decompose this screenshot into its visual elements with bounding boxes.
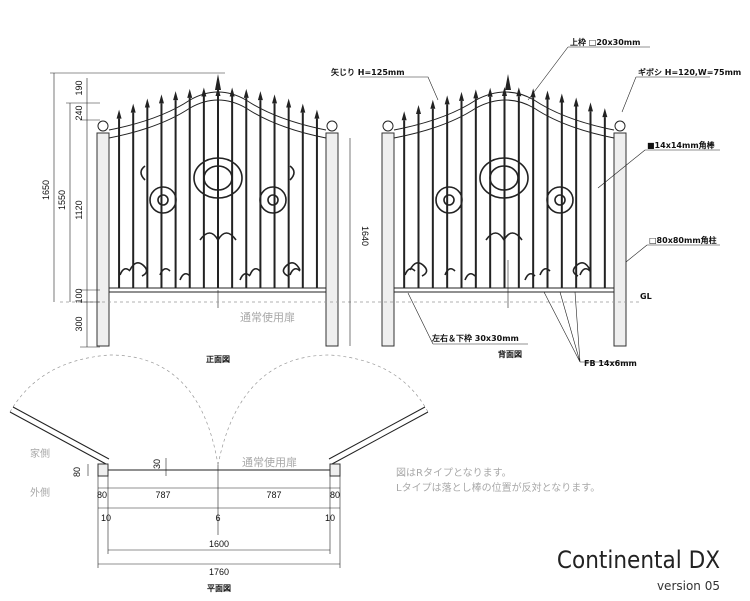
spear-tip bbox=[286, 98, 292, 108]
outer-side-label: 外側 bbox=[30, 486, 50, 499]
spear-tip bbox=[516, 87, 522, 97]
spear-tip bbox=[502, 87, 507, 97]
front-caption: 正面図 bbox=[206, 355, 230, 364]
dim-mid: 1120 bbox=[74, 200, 84, 219]
spear-tip bbox=[314, 109, 320, 119]
spear-tip bbox=[229, 87, 235, 97]
back-bottom-frame bbox=[394, 287, 614, 293]
spear-tip bbox=[473, 89, 479, 99]
spear-tip bbox=[602, 108, 608, 118]
back-right-post-finial bbox=[614, 120, 626, 132]
spear-tip bbox=[545, 90, 550, 100]
back-left-post bbox=[381, 132, 395, 347]
back-bars bbox=[401, 74, 608, 288]
label-post: □80x80mm角柱 bbox=[649, 235, 717, 245]
dim-base: 100 bbox=[74, 288, 84, 303]
note-line-2: Lタイプは落とし棒の位置が反対となります。 bbox=[396, 481, 600, 494]
plan-dim-side-right: 10 bbox=[325, 513, 335, 523]
right-swing-arc bbox=[217, 354, 429, 466]
plan-dim-inner: 1600 bbox=[209, 539, 229, 549]
spear-tip bbox=[272, 94, 278, 104]
version-label: version 05 bbox=[657, 579, 720, 593]
plan-dim-side-left: 10 bbox=[101, 513, 111, 523]
spear-tip bbox=[243, 88, 249, 98]
spear-tip bbox=[416, 105, 421, 115]
plan-dim-post-left: 80 bbox=[97, 490, 107, 500]
dim-top2: 240 bbox=[74, 105, 84, 120]
house-side-label: 家側 bbox=[30, 447, 50, 460]
plan-dim-depth: 80 bbox=[72, 467, 82, 477]
front-ornaments bbox=[119, 157, 301, 281]
spear-tip bbox=[144, 98, 150, 108]
plan-view: 家側 外側 通常使用扉 80 30 80 787 787 80 10 6 10 … bbox=[9, 354, 429, 593]
front-view: 190 240 1650 1550 1120 100 300 1640 通常使用… bbox=[41, 72, 370, 364]
dim-post: 1550 bbox=[57, 190, 67, 210]
spear-tip bbox=[430, 99, 436, 109]
front-door-label: 通常使用扉 bbox=[240, 311, 295, 324]
spear-tip bbox=[573, 97, 579, 107]
dim-overall: 1650 bbox=[41, 180, 51, 200]
product-title: Continental DX bbox=[557, 546, 720, 574]
plan-dim-gap: 30 bbox=[152, 459, 162, 469]
left-swing-arc bbox=[9, 354, 219, 466]
spear-tip bbox=[559, 93, 565, 103]
plan-dim-leaf-right: 787 bbox=[266, 490, 281, 500]
back-ornaments bbox=[404, 157, 591, 281]
plan-dim-post-right: 80 bbox=[330, 490, 340, 500]
plan-dim-outer: 1760 bbox=[209, 567, 229, 577]
plan-dim-center: 6 bbox=[215, 513, 220, 523]
dim-top1: 190 bbox=[74, 80, 84, 95]
label-gl: GL bbox=[640, 292, 652, 301]
front-dimensions bbox=[50, 72, 351, 348]
spear-tip bbox=[116, 109, 122, 119]
plan-left-post bbox=[97, 463, 109, 477]
label-arrow: 矢じり H=125mm bbox=[331, 67, 405, 77]
plan-dimension-lines bbox=[87, 458, 341, 568]
center-spike bbox=[505, 74, 511, 90]
plan-door-label: 通常使用扉 bbox=[242, 456, 297, 469]
label-square-bar: ■14x14mm角棒 bbox=[647, 140, 716, 150]
bottom-frame bbox=[109, 287, 326, 293]
left-leaf-open bbox=[9, 406, 110, 465]
dim-height-right: 1640 bbox=[360, 226, 370, 246]
back-left-post-finial bbox=[382, 120, 394, 132]
spear-tip bbox=[187, 88, 193, 98]
label-top-frame: 上枠 □20x30mm bbox=[570, 37, 640, 47]
spear-tip bbox=[444, 95, 450, 105]
right-post bbox=[325, 132, 339, 347]
left-post bbox=[96, 132, 110, 347]
back-view: 矢じり H=125mm 上枠 □20x30mm ギボシ H=120,W=75mm… bbox=[331, 37, 741, 368]
spear-tip bbox=[257, 91, 263, 101]
spear-tip bbox=[487, 87, 493, 97]
spear-tip bbox=[201, 87, 207, 97]
spear-tip bbox=[300, 103, 306, 113]
spear-tip bbox=[588, 102, 593, 112]
label-fb: FB 14x6mm bbox=[584, 359, 637, 368]
note-line-1: 図はRタイプとなります。 bbox=[396, 467, 512, 479]
dim-below: 300 bbox=[74, 316, 84, 331]
back-caption: 背面図 bbox=[498, 349, 522, 359]
left-post-finial bbox=[97, 120, 109, 132]
front-bars bbox=[116, 74, 320, 288]
plan-right-post bbox=[329, 463, 341, 477]
right-post-finial bbox=[326, 120, 338, 132]
back-leaders bbox=[360, 46, 720, 363]
plan-dim-leaf-left: 787 bbox=[155, 490, 170, 500]
label-side-frame: 左右＆下枠 30x30mm bbox=[431, 333, 519, 343]
spear-tip bbox=[459, 91, 464, 101]
spear-tip bbox=[401, 111, 407, 121]
label-finial: ギボシ H=120,W=75mm bbox=[638, 67, 741, 77]
spear-tip bbox=[215, 87, 221, 96]
spear-tip bbox=[173, 91, 179, 101]
back-right-post bbox=[613, 132, 627, 347]
spear-tip bbox=[158, 94, 164, 104]
right-leaf-open bbox=[328, 406, 429, 465]
spear-tip bbox=[130, 103, 136, 113]
center-spike bbox=[215, 74, 221, 90]
plan-caption: 平面図 bbox=[207, 584, 231, 593]
